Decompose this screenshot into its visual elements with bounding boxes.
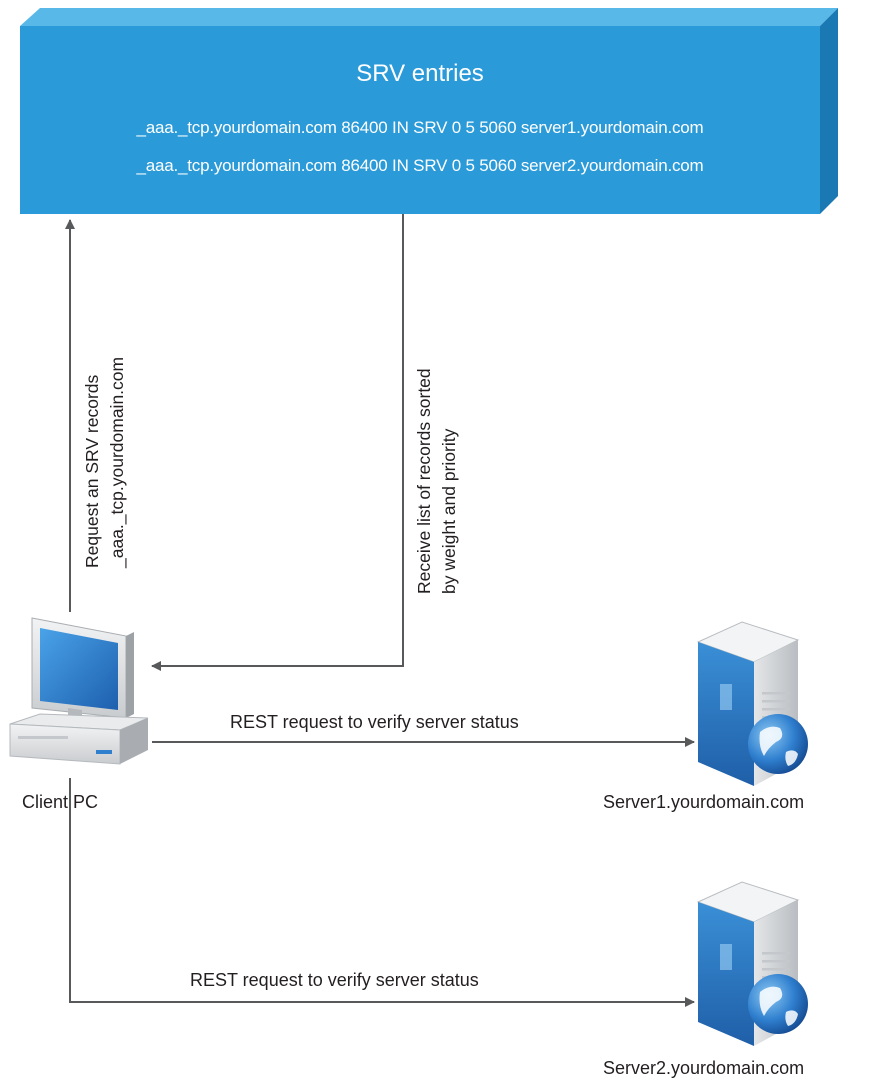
request-label-line-2: _aaa._tcp.yourdomain.com [107,356,127,568]
rest-request-label-server1: REST request to verify server status [230,712,519,732]
receive-label-line-2: by weight and priority [439,428,459,594]
receive-label-line-1: Receive list of records sorted [414,368,434,594]
request-label: Request an SRV records _aaa._tcp.yourdom… [80,188,130,568]
receive-arrow [151,214,404,671]
rest-request-label-server2: REST request to verify server status [190,970,479,990]
srv-box-front-face [20,26,820,214]
srv-box-side-face [820,8,838,214]
srv-entries-box [20,8,838,214]
server1-icon [696,621,808,786]
client-pc-label: Client PC [22,792,99,812]
client-pc-icon [9,617,149,765]
server1-label: Server1.yourdomain.com [603,792,805,812]
server2-icon [696,881,808,1046]
rest-arrow-server2 [69,778,695,1007]
srv-entry-1: _aaa._tcp.yourdomain.com 86400 IN SRV 0 … [136,118,704,137]
srv-box-title: SRV entries [356,60,484,87]
receive-label: Receive list of records sorted by weight… [412,214,462,594]
srv-entry-2: _aaa._tcp.yourdomain.com 86400 IN SRV 0 … [136,156,704,175]
server2-label: Server2.yourdomain.com [603,1058,805,1078]
srv-box-top-face [20,8,838,26]
request-label-line-1: Request an SRV records [82,374,102,568]
